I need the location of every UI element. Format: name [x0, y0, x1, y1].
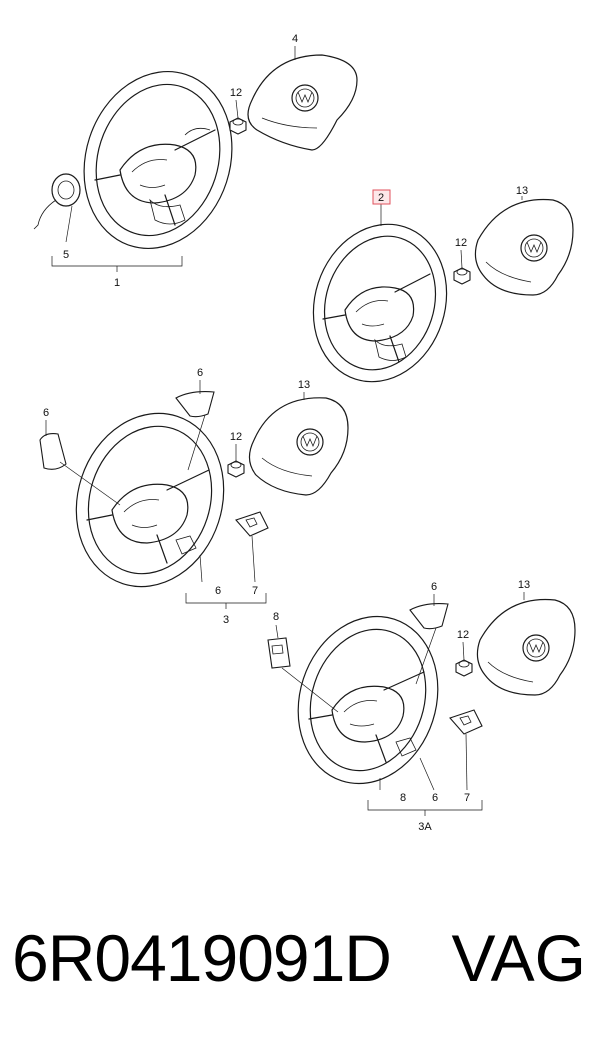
bolt-part-12-g4: [455, 641, 473, 677]
label-6-b: 6: [197, 367, 203, 379]
label-6-a: 6: [43, 407, 49, 419]
label-13-b: 13: [298, 379, 310, 391]
label-4: 4: [292, 33, 298, 45]
label-3: 3: [223, 614, 229, 626]
label-13: 13: [516, 185, 528, 197]
airbag-part-4: [247, 46, 358, 151]
steering-wheel-assembly-3: [75, 412, 225, 588]
paddle-part-6-top: [175, 380, 215, 471]
label-3a: 3A: [418, 821, 432, 833]
label-6-c: 6: [215, 585, 221, 597]
footer: 6R0419091D VAG: [0, 918, 600, 998]
label-7-b: 7: [464, 792, 470, 804]
clock-spring-part-5: [33, 173, 81, 243]
label-5: 5: [63, 249, 69, 261]
label-12-b: 12: [455, 237, 467, 249]
steering-wheel-assembly-1: [83, 70, 233, 250]
label-13-c: 13: [518, 579, 530, 591]
label-12: 12: [230, 87, 242, 99]
airbag-part-13-g4: [476, 592, 576, 696]
airbag-part-13-g3: [248, 392, 349, 496]
switch-part-8: [267, 624, 339, 713]
label-12-c: 12: [230, 431, 242, 443]
label-8: 8: [273, 611, 279, 623]
label-2: 2: [378, 192, 384, 204]
bolt-part-12-g1: [229, 99, 247, 135]
part-number: 6R0419091D: [12, 921, 392, 995]
label-8-b: 8: [400, 792, 406, 804]
label-6-e: 6: [432, 792, 438, 804]
bracket-group-3: [185, 593, 267, 609]
label-6-d: 6: [431, 581, 437, 593]
bolt-part-12-g3: [227, 444, 245, 478]
airbag-part-13-g2: [474, 196, 574, 296]
leader-6-g4: [419, 757, 435, 791]
brand-label: VAG: [451, 921, 586, 995]
highlight-box-2: [372, 189, 391, 205]
steering-wheel-assembly-3a: [297, 615, 439, 785]
trim-part-7-g4: [449, 709, 483, 791]
bracket-group-1: [51, 256, 183, 272]
button-part-6-g3: [199, 554, 203, 583]
steering-wheel-part-2: [312, 204, 448, 383]
bolt-part-12-g2: [453, 249, 471, 285]
trim-part-7-g3: [235, 511, 269, 583]
paddle-part-6-left: [39, 420, 121, 506]
label-12-d: 12: [457, 629, 469, 641]
bracket-group-3a: [367, 800, 483, 816]
label-1: 1: [114, 277, 120, 289]
paddle-part-6-g4: [409, 594, 449, 685]
label-7: 7: [252, 585, 258, 597]
